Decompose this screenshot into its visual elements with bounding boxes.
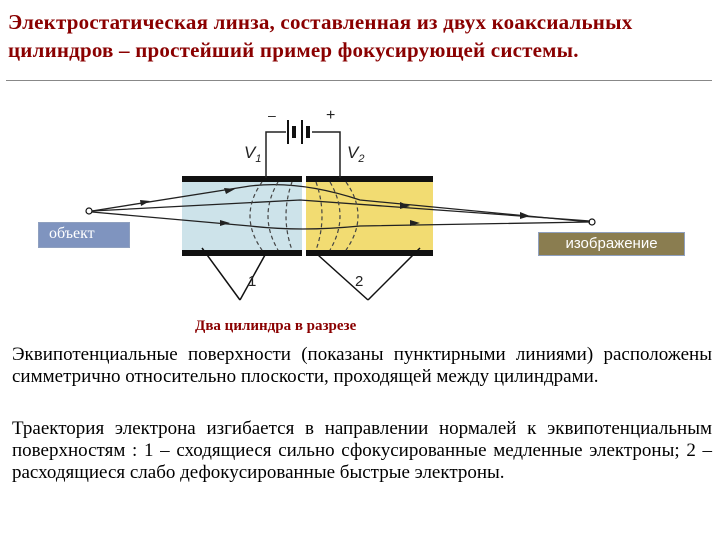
trajectory-arrows [140,188,530,226]
trajectory-upper [91,184,591,223]
right-cylinder [306,180,433,252]
object-label: объект [38,222,130,248]
right-cylinder-bottom-wall [306,250,433,256]
pointer-2-left [317,254,369,301]
left-cylinder [182,180,302,252]
right-cylinder-top-wall [306,176,433,182]
object-point [85,207,93,215]
paragraph-equipotential: Эквипотенциальные поверхности (показаны … [12,344,712,387]
trajectory-lower [91,211,591,230]
pointer-1-left [201,247,241,301]
equipotential-lines [249,181,359,251]
battery-icon [287,120,310,144]
v1-label: V1 [244,143,261,165]
image-label: изображение [538,232,685,256]
left-cylinder-top-wall [182,176,302,182]
label-2: 2 [355,273,363,290]
wire-right [312,131,341,178]
diagram-caption: Два цилиндра в разрезе [195,318,357,334]
wire-left [265,131,286,178]
electron-trajectories [91,184,591,230]
label-1: 1 [248,273,256,290]
v2-label: V2 [347,143,364,165]
paragraph-trajectory: Траектория электрона изгибается в направ… [12,418,712,483]
pointer-1-right [239,254,266,301]
pointer-2-right [367,247,421,301]
plus-sign: + [326,107,335,124]
trajectory-middle [91,199,591,222]
minus-sign: – [268,107,276,123]
title-divider [6,80,712,81]
left-cylinder-bottom-wall [182,250,302,256]
slide-title: Электростатическая линза, составленная и… [8,10,633,62]
